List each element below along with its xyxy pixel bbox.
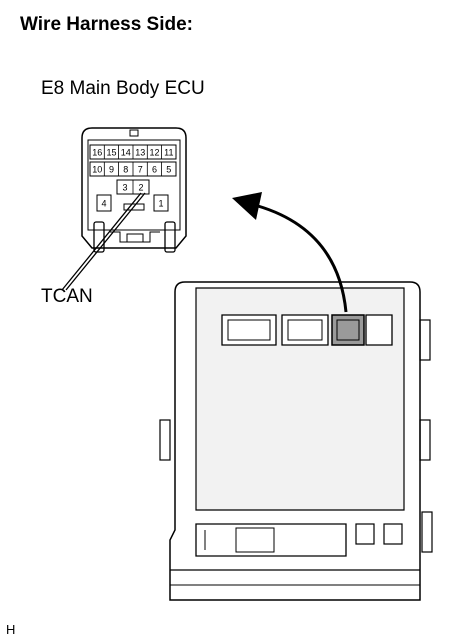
connector-name: E8 Main Body ECU: [41, 78, 205, 99]
pin-label: 15: [106, 148, 116, 158]
pin-label: 10: [92, 165, 102, 175]
pin-label: 13: [135, 148, 145, 158]
pin-label: 4: [101, 199, 106, 209]
page-title: Wire Harness Side:: [20, 14, 194, 35]
pin-label: 2: [138, 183, 143, 193]
pin-label: 14: [121, 148, 131, 158]
figure-code: H: [6, 622, 16, 637]
pin-label: 11: [164, 148, 173, 158]
pin-label: 8: [123, 165, 128, 175]
ecu-bottom-connectors: [195, 523, 403, 557]
direction-arrow: [232, 192, 348, 313]
ecu-connector-sockets: [221, 314, 393, 346]
connector-pin-row-2: [103, 162, 163, 194]
tcan-leader-line: [61, 192, 146, 291]
pin-label: 5: [166, 165, 171, 175]
pin-label: 9: [109, 165, 114, 175]
e8-socket-inner: [336, 319, 360, 341]
tcan-callout-label: TCAN: [41, 286, 93, 307]
connector-pin-row-1: [103, 145, 163, 159]
pin-label: 12: [149, 148, 159, 158]
pin-label: 3: [122, 183, 127, 193]
pin-label: 6: [152, 165, 157, 175]
pin-label: 1: [158, 199, 163, 209]
pin-label: 7: [138, 165, 143, 175]
pin-label: 16: [92, 148, 102, 158]
